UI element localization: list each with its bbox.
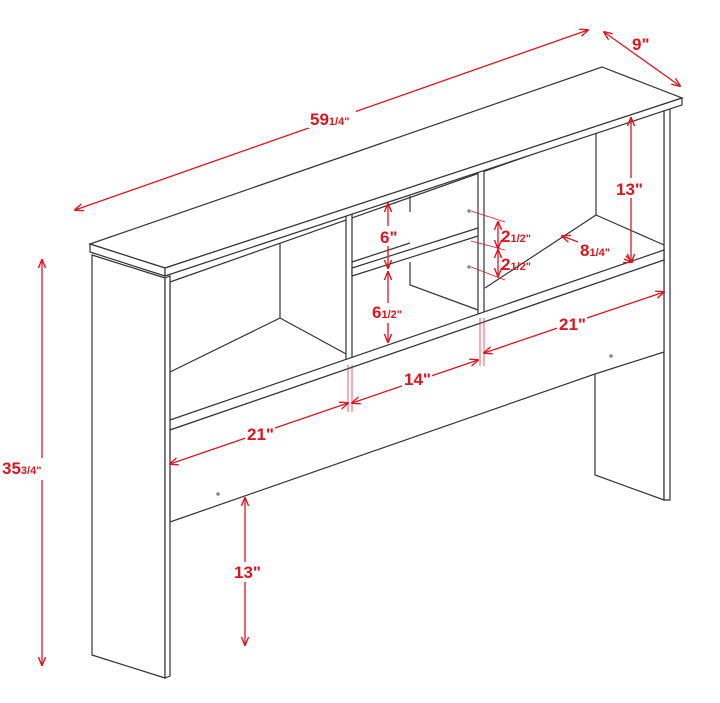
pin-spacing-bottom-label: 21/2" [501, 255, 531, 274]
headboard-outline [88, 66, 684, 679]
left-compartment-width-label: 21" [247, 425, 274, 444]
shelf-depth-label: 81/4" [580, 241, 610, 260]
overall-width-label: 591/4" [310, 110, 349, 129]
overall-height-label: 353/4" [2, 459, 41, 478]
center-compartment-width-label: 14" [404, 370, 431, 389]
floor-clearance-label: 13" [234, 563, 261, 582]
upper-right-height-label: 13" [616, 180, 643, 199]
right-compartment-width-label: 21" [559, 315, 586, 334]
depth-label: 9" [632, 35, 650, 54]
lower-cubby-height-label: 61/2" [372, 303, 402, 322]
dimension-labels: 591/4" 9" 13" 6" 21/2" 21/2" 81/4" 61/2"… [0, 35, 650, 582]
pin-spacing-top-label: 21/2" [501, 227, 531, 246]
upper-cubby-height-label: 6" [380, 228, 398, 247]
